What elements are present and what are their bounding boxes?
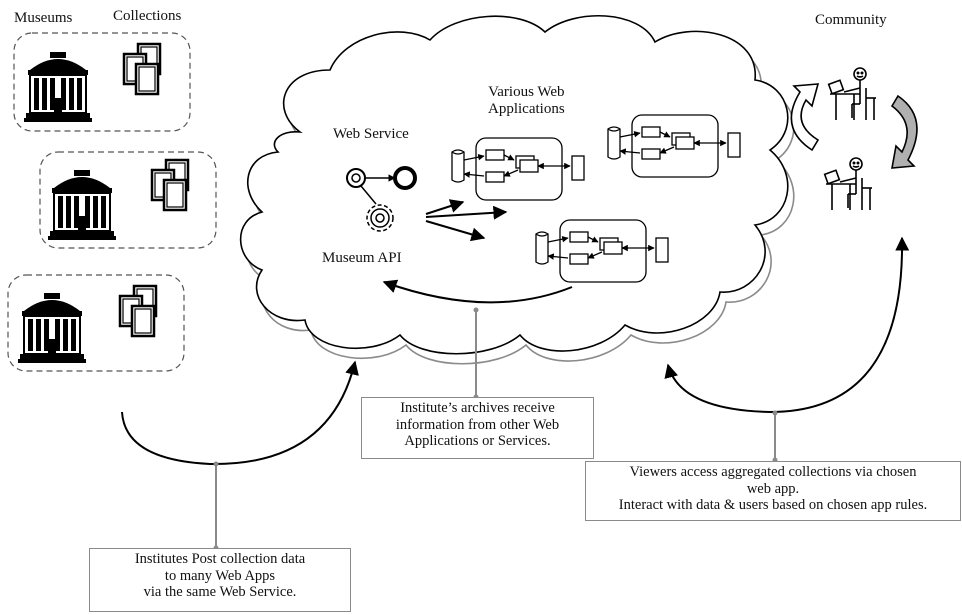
archives-note-line: Institute’s archives receive — [400, 400, 555, 416]
museum-group-box — [13, 32, 191, 132]
institutes-note-line: via the same Web Service. — [143, 584, 297, 600]
museum-api-label: Museum API — [322, 250, 402, 266]
cycle-arrow-right — [890, 94, 918, 169]
institutes-note: Institutes Post collection data to many … — [89, 548, 351, 612]
community-heading: Community — [815, 12, 887, 28]
museum-building-icon — [47, 169, 117, 241]
archives-note: Institute’s archives receive information… — [361, 397, 594, 459]
institutes-note-line: to many Web Apps — [164, 567, 276, 584]
api-arrow — [425, 220, 486, 242]
cycle-arrow-left — [790, 83, 820, 152]
institutes-note-line: Institutes Post collection data — [134, 551, 306, 567]
collection-documents-icon — [122, 42, 162, 96]
collections-heading: Collections — [113, 8, 182, 24]
museum-group-box — [39, 151, 217, 249]
api-arrow — [425, 205, 508, 220]
web-service-label: Web Service — [333, 126, 409, 142]
viewers-note-line: web app. — [746, 480, 800, 497]
museum-building-icon — [23, 51, 93, 123]
museum-building-icon — [17, 292, 87, 364]
web-service-icon — [346, 166, 417, 205]
archive-return-arrow — [382, 279, 573, 304]
user-at-computer-icon — [827, 67, 877, 121]
museums-heading: Museums — [14, 10, 73, 26]
viewers-note: Viewers access aggregated collections vi… — [585, 461, 961, 521]
archives-note-line: information from other Web — [395, 416, 560, 433]
collection-documents-icon — [150, 158, 190, 212]
gear-icon — [366, 204, 394, 232]
archives-note-line: Applications or Services. — [404, 433, 551, 449]
web-apps-label-line: Various Web — [488, 84, 565, 100]
web-apps-label: Various Web Applications — [488, 84, 565, 118]
web-apps-label-line: Applications — [488, 101, 565, 117]
user-at-computer-icon — [823, 157, 873, 211]
collection-documents-icon — [118, 284, 158, 338]
museum-group-box — [7, 274, 185, 372]
viewers-note-line: Viewers access aggregated collections vi… — [629, 464, 917, 480]
viewers-note-line: Interact with data & users based on chos… — [618, 497, 928, 513]
api-arrow — [425, 199, 465, 215]
post-data-arrow — [121, 360, 359, 466]
community-access-arrow — [664, 236, 910, 414]
